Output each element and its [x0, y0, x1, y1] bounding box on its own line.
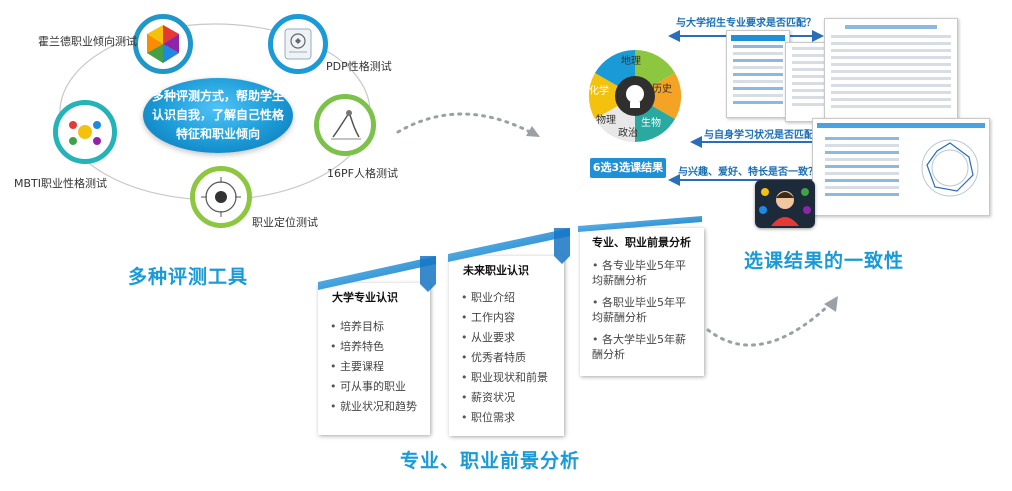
assessment-tools-title: 多种评测工具 — [128, 266, 249, 288]
subject-geography: 地理 — [621, 56, 641, 67]
question-interest-match: 与兴趣、爱好、特长是否一致？ — [678, 167, 818, 178]
card-career-knowledge: 未来职业认识 职业介绍 工作内容 从业要求 优秀者特质 职业现状和前景 薪资状况… — [449, 256, 564, 436]
list-item: 工作内容 — [461, 308, 548, 328]
subject-wheel — [588, 49, 682, 143]
holland-test-label: 霍兰德职业倾向测试 — [38, 35, 137, 48]
subject-history: 历史 — [652, 84, 672, 95]
list-item: 各专业毕业5年平均薪酬分析 — [592, 258, 690, 288]
student-interest-tile — [755, 180, 815, 228]
list-item: 职业现状和前景 — [461, 368, 548, 388]
subject-physics: 物理 — [596, 115, 616, 126]
16pf-test-label: 16PF人格测试 — [327, 167, 398, 180]
list-item: 从业要求 — [461, 328, 548, 348]
card-major-knowledge-list: 培养目标 培养特色 主要课程 可从事的职业 就业状况和趋势 — [330, 317, 417, 417]
course-selection-result-label: 6选3选课结果 — [592, 161, 664, 174]
academic-status-report-thumbnail — [812, 118, 990, 216]
consistency-title: 选课结果的一致性 — [744, 250, 905, 272]
pdp-test-label: PDP性格测试 — [326, 60, 392, 73]
list-item: 职位需求 — [461, 408, 548, 428]
prospect-analysis-title: 专业、职业前景分析 — [400, 450, 581, 472]
flow-arrow-bottom — [706, 296, 838, 347]
list-item: 培养特色 — [330, 337, 417, 357]
student-avatar-icon — [759, 188, 811, 226]
subject-politics: 政治 — [618, 128, 638, 139]
card-prospect-analysis: 专业、职业前景分析 各专业毕业5年平均薪酬分析 各职业毕业5年平均薪酬分析 各大… — [580, 228, 704, 376]
assessment-summary-oval: 多种评测方式，帮助学生认识自我，了解自己性格特征和职业倾向 — [143, 78, 293, 153]
career-positioning-test-label: 职业定位测试 — [252, 216, 318, 229]
course-selection-result-badge: 6选3选课结果 — [590, 158, 666, 178]
question-study-match: 与自身学习状况是否匹配？ — [704, 130, 824, 141]
card-career-knowledge-list: 职业介绍 工作内容 从业要求 优秀者特质 职业现状和前景 薪资状况 职位需求 — [461, 288, 548, 428]
list-item: 薪资状况 — [461, 388, 548, 408]
list-item: 可从事的职业 — [330, 377, 417, 397]
holland-test-icon[interactable] — [133, 14, 193, 74]
assessment-summary-text: 多种评测方式，帮助学生认识自我，了解自己性格特征和职业倾向 — [151, 89, 284, 141]
radar-chart-icon — [921, 139, 979, 197]
mbti-test-icon[interactable] — [53, 100, 117, 164]
stair-bands — [318, 216, 702, 292]
major-requirement-list-thumbnail — [726, 30, 790, 118]
list-item: 各职业毕业5年平均薪酬分析 — [592, 295, 690, 325]
admission-requirement-table-thumbnail — [824, 18, 958, 126]
card-career-knowledge-title: 未来职业认识 — [463, 264, 529, 277]
mbti-test-label: MBTI职业性格测试 — [14, 177, 108, 190]
card-prospect-analysis-title: 专业、职业前景分析 — [592, 236, 691, 249]
subject-chemistry: 化学 — [589, 86, 609, 97]
pdp-test-icon[interactable] — [268, 14, 328, 74]
subject-biology: 生物 — [641, 118, 661, 129]
list-item: 主要课程 — [330, 357, 417, 377]
flow-arrow-top — [396, 112, 540, 137]
card-major-knowledge-title: 大学专业认识 — [332, 291, 398, 304]
career-positioning-test-icon[interactable] — [190, 166, 252, 228]
list-item: 职业介绍 — [461, 288, 548, 308]
list-item: 培养目标 — [330, 317, 417, 337]
list-item: 就业状况和趋势 — [330, 397, 417, 417]
card-prospect-analysis-list: 各专业毕业5年平均薪酬分析 各职业毕业5年平均薪酬分析 各大学毕业5年薪酬分析 — [592, 258, 690, 362]
card-major-knowledge: 大学专业认识 培养目标 培养特色 主要课程 可从事的职业 就业状况和趋势 — [318, 283, 430, 435]
16pf-test-icon[interactable] — [314, 94, 376, 156]
question-major-match: 与大学招生专业要求是否匹配？ — [676, 18, 816, 29]
list-item: 优秀者特质 — [461, 348, 548, 368]
list-item: 各大学毕业5年薪酬分析 — [592, 332, 690, 362]
